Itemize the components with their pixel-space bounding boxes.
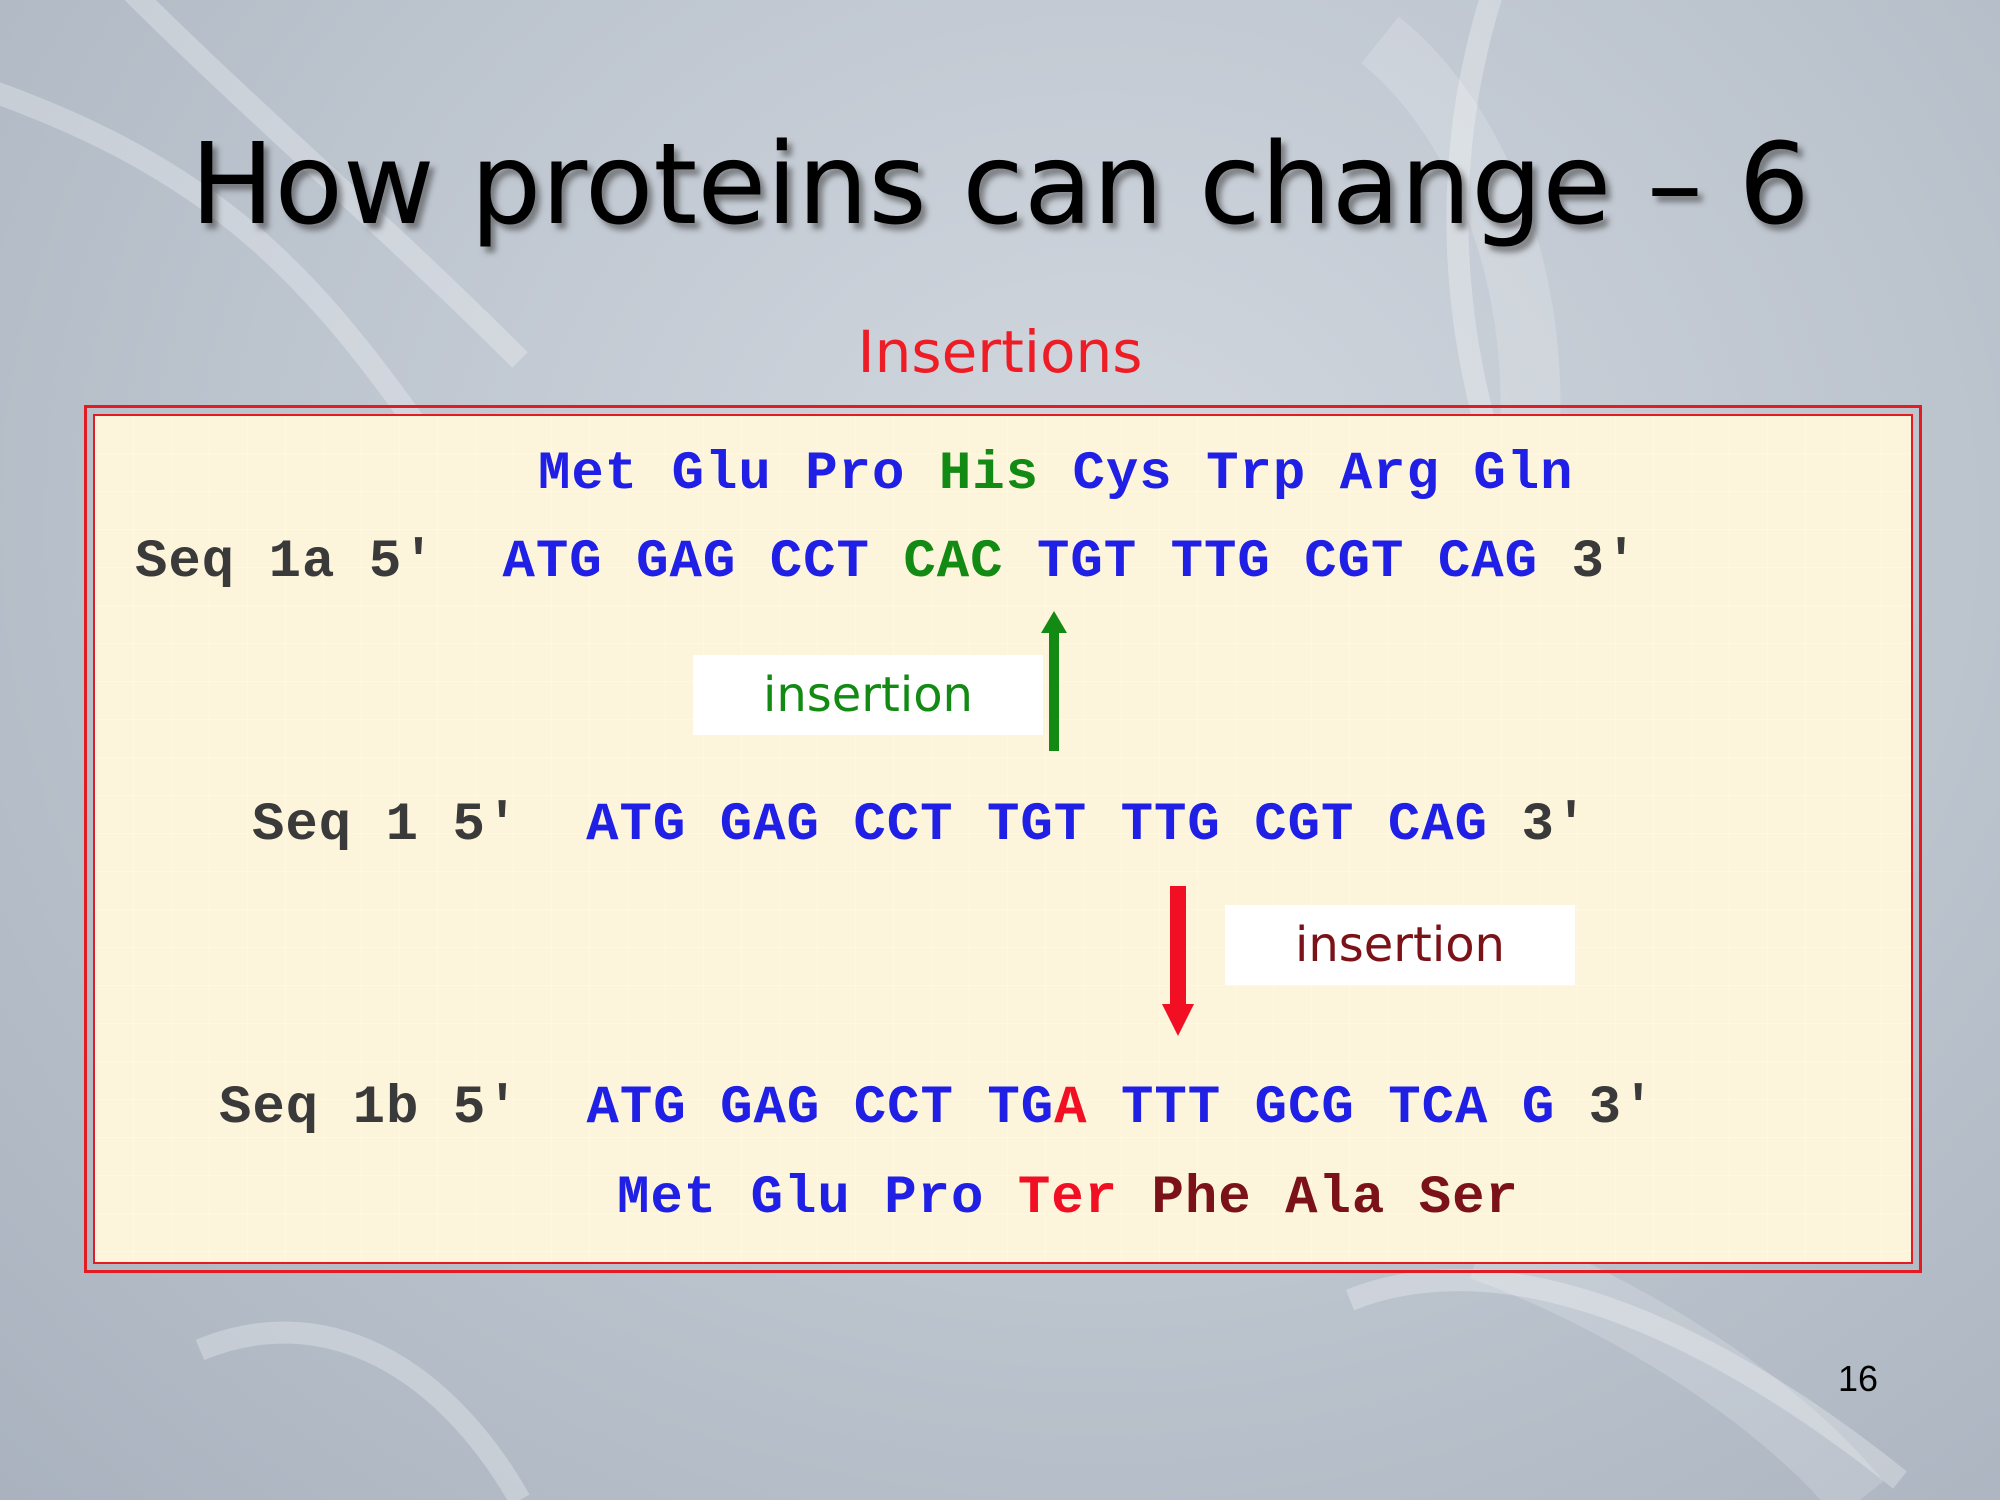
three-prime: 3′ [1571,532,1639,593]
five-prime: 5′ [368,532,436,593]
aa-inserted: His [938,444,1040,505]
aa: Met [617,1168,718,1229]
codon: CCT [853,795,954,856]
page-number: 16 [1837,1358,1878,1399]
codon: CCT [769,532,870,593]
insertion-label-lower: insertion [1225,905,1575,985]
five-prime: 5′ [452,795,520,856]
codon: CGT [1304,532,1405,593]
aa: Trp [1206,444,1307,505]
sequence-figure-frame: Met Glu Pro His Cys Trp Arg Gln Seq 1a 5… [84,405,1922,1273]
aa: Glu [750,1168,851,1229]
seq1-sequence: Seq 1 5′ ATG GAG CCT TGT TTG CGT CAG 3′ [252,799,1588,853]
codon: ATG [586,795,687,856]
aa-shifted: Ala [1285,1168,1386,1229]
seq1a-amino-acids: Met Glu Pro His Cys Trp Arg Gln [538,448,1574,502]
codon: TTG [1120,795,1221,856]
arrow-up-icon [1041,611,1067,751]
sequence-figure: Met Glu Pro His Cys Trp Arg Gln Seq 1a 5… [93,414,1913,1264]
codon: TGT [1036,532,1138,593]
aa-shifted: Phe [1151,1168,1252,1229]
seq1a-sequence: Seq 1a 5′ ATG GAG CCT CAC TGT TTG CGT CA… [135,536,1638,590]
seq-label: Seq 1a [135,532,336,593]
seq-label: Seq 1b [219,1078,420,1139]
three-prime: 3′ [1521,795,1589,856]
inserted-base: A [1054,1078,1088,1139]
codon: ATG [502,532,603,593]
aa: Pro [805,444,906,505]
aa-shifted: Ser [1418,1168,1519,1229]
slide-title: How proteins can change – 6 [190,120,1810,250]
codon: GAG [720,1078,821,1139]
codon: CAG [1387,795,1489,856]
aa: Arg [1339,444,1440,505]
codon: CCT [853,1078,954,1139]
codon: TTT [1120,1078,1222,1139]
aa-stop: Ter [1017,1168,1119,1229]
aa: Glu [671,444,772,505]
codon: GAG [636,532,737,593]
codon: TCA [1388,1078,1489,1139]
codon: G [1521,1078,1556,1139]
codon: TTG [1170,532,1271,593]
codon: CAG [1437,532,1539,593]
codon-stop-prefix: TG [987,1078,1055,1139]
codon: ATG [586,1078,687,1139]
codon: CGT [1254,795,1355,856]
insertion-label-upper: insertion [693,655,1043,735]
three-prime: 3′ [1588,1078,1656,1139]
arrow-down-icon [1162,886,1194,1036]
codon: TGT [986,795,1088,856]
aa: Cys [1072,444,1173,505]
five-prime: 5′ [452,1078,520,1139]
seq1b-sequence: Seq 1b 5′ ATG GAG CCT TGA TTT GCG TCA G … [219,1082,1655,1136]
seq-label: Seq 1 [252,795,420,856]
codon: GCG [1254,1078,1355,1139]
aa: Gln [1473,444,1574,505]
aa: Pro [884,1168,985,1229]
codon-inserted: CAC [903,532,1004,593]
slide-subtitle: Insertions [857,318,1143,386]
codon: GAG [719,795,820,856]
seq1b-amino-acids: Met Glu Pro Ter Phe Ala Ser [617,1172,1519,1226]
aa: Met [538,444,639,505]
